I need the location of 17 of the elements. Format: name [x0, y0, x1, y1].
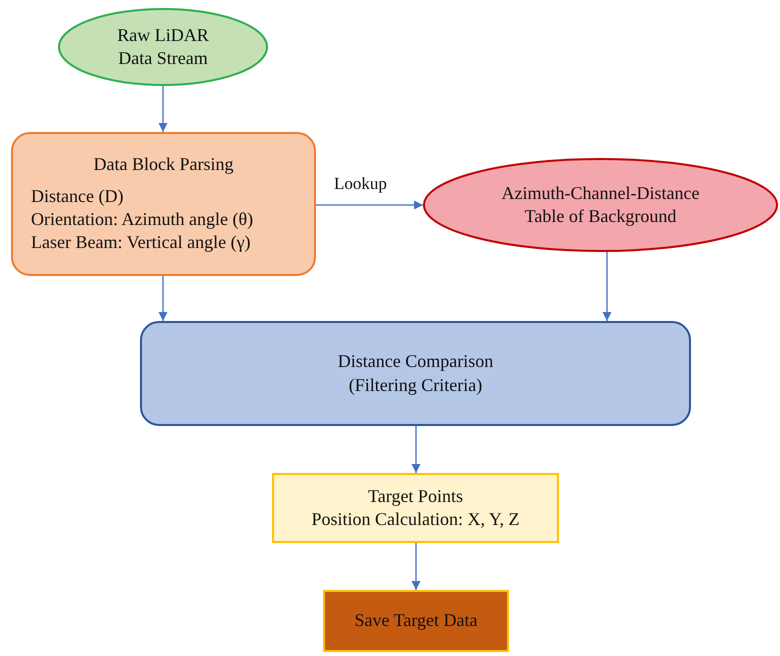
edge-label: Lookup — [332, 174, 389, 194]
arrow — [158, 86, 168, 132]
arrow — [411, 543, 421, 590]
node-label: Save Target Data — [354, 609, 478, 632]
node-label: Raw LiDAR Data Stream — [116, 24, 210, 70]
field-line: Laser Beam: Vertical angle (γ) — [30, 231, 252, 254]
field-line: Orientation: Azimuth angle (θ) — [30, 208, 254, 231]
node-label: Azimuth-Channel-Distance Table of Background — [500, 182, 700, 228]
arrow — [316, 200, 423, 210]
node-heading: Data Block Parsing — [92, 153, 234, 176]
node-heading: Target Points — [368, 484, 463, 508]
node-label: Position Calculation: X, Y, Z — [311, 508, 520, 531]
node-label: Distance Comparison (Filtering Criteria) — [336, 350, 494, 397]
arrow — [158, 276, 168, 321]
arrow — [411, 426, 421, 473]
arrow — [602, 252, 612, 321]
field-line: Distance (D) — [30, 184, 124, 208]
